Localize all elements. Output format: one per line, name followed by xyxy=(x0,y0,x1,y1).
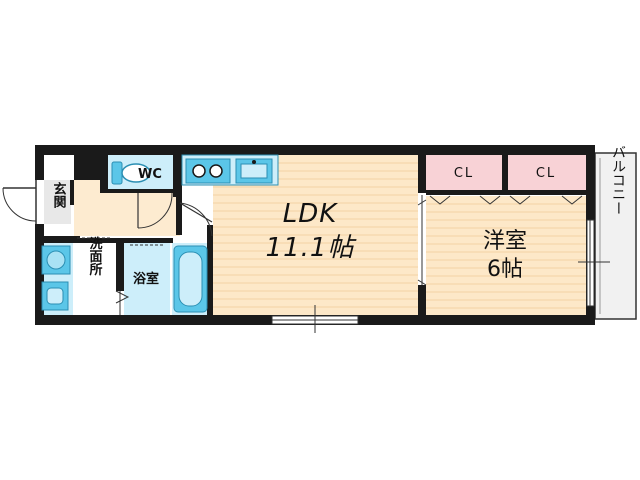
western-room-name: 洋室 xyxy=(483,229,527,254)
stove-burner-icon xyxy=(209,164,223,178)
closet-left-floor xyxy=(426,155,502,193)
kitchen-counter xyxy=(181,154,279,186)
balcony-floor xyxy=(594,152,637,320)
entrance-door-icon xyxy=(2,180,37,224)
ldk-door-icon xyxy=(179,202,213,237)
bathroom-floor xyxy=(124,243,170,315)
closet-right-label: CL xyxy=(536,166,556,181)
ldk-size: 11.1帖 xyxy=(266,233,358,263)
western-room-floor xyxy=(426,196,586,315)
washroom-label: 洗面所 xyxy=(87,236,103,277)
entrance-label: 玄関 xyxy=(51,181,67,209)
washing-machine-icon xyxy=(41,245,71,275)
wash-basin-icon xyxy=(41,281,69,311)
western-floor-grain xyxy=(426,203,586,309)
balcony-label: バルコニー xyxy=(610,145,626,215)
closet-door-icons xyxy=(429,195,583,205)
bathtub-icon xyxy=(173,245,208,313)
washroom-door-icon xyxy=(115,290,130,315)
closet-right-floor xyxy=(508,155,586,193)
western-room-door-icon xyxy=(417,195,427,286)
stove-burner-icon xyxy=(192,164,206,178)
entrance-floor xyxy=(44,180,71,224)
ldk-name: LDK xyxy=(283,199,339,229)
bathroom-label: 浴室 xyxy=(133,271,159,287)
toilet-door-icon xyxy=(137,192,173,229)
closet-left-label: CL xyxy=(454,166,474,181)
toilet-label: WC xyxy=(138,167,162,182)
ldk-window-icon xyxy=(271,305,359,333)
balcony-window-icon xyxy=(578,219,610,307)
toilet-icon xyxy=(111,161,151,185)
western-room-size: 6帖 xyxy=(487,257,523,282)
